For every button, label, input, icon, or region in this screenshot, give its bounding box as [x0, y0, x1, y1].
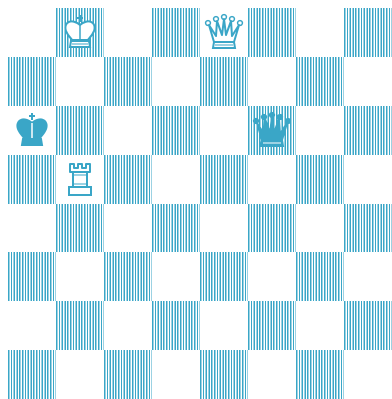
square-d3[interactable]: [152, 252, 200, 301]
square-d1[interactable]: [152, 350, 200, 399]
square-g6[interactable]: [296, 106, 344, 155]
square-a4[interactable]: [8, 204, 56, 253]
chess-board: [8, 8, 392, 399]
square-f5[interactable]: [248, 155, 296, 204]
square-e2[interactable]: [200, 301, 248, 350]
square-e7[interactable]: [200, 57, 248, 106]
square-b3[interactable]: [56, 252, 104, 301]
square-b5[interactable]: [56, 155, 104, 204]
square-h8[interactable]: [344, 8, 392, 57]
square-e3[interactable]: [200, 252, 248, 301]
square-e5[interactable]: [200, 155, 248, 204]
square-c1[interactable]: [104, 350, 152, 399]
square-c2[interactable]: [104, 301, 152, 350]
square-e4[interactable]: [200, 204, 248, 253]
square-h5[interactable]: [344, 155, 392, 204]
square-f4[interactable]: [248, 204, 296, 253]
square-g5[interactable]: [296, 155, 344, 204]
square-h3[interactable]: [344, 252, 392, 301]
square-g1[interactable]: [296, 350, 344, 399]
square-g2[interactable]: [296, 301, 344, 350]
black-queen-icon[interactable]: [252, 110, 292, 150]
square-d5[interactable]: [152, 155, 200, 204]
square-a1[interactable]: [8, 350, 56, 399]
square-a3[interactable]: [8, 252, 56, 301]
square-b1[interactable]: [56, 350, 104, 399]
square-b4[interactable]: [56, 204, 104, 253]
square-a2[interactable]: [8, 301, 56, 350]
square-c6[interactable]: [104, 106, 152, 155]
square-h4[interactable]: [344, 204, 392, 253]
square-g8[interactable]: [296, 8, 344, 57]
square-d6[interactable]: [152, 106, 200, 155]
square-e6[interactable]: [200, 106, 248, 155]
square-h1[interactable]: [344, 350, 392, 399]
square-h7[interactable]: [344, 57, 392, 106]
square-g3[interactable]: [296, 252, 344, 301]
white-rook-icon[interactable]: [60, 159, 100, 199]
square-f2[interactable]: [248, 301, 296, 350]
square-d4[interactable]: [152, 204, 200, 253]
square-d2[interactable]: [152, 301, 200, 350]
black-king-icon[interactable]: [12, 110, 52, 150]
square-f7[interactable]: [248, 57, 296, 106]
square-g7[interactable]: [296, 57, 344, 106]
white-king-icon[interactable]: [60, 12, 100, 52]
square-a5[interactable]: [8, 155, 56, 204]
square-f3[interactable]: [248, 252, 296, 301]
square-d7[interactable]: [152, 57, 200, 106]
white-queen-icon[interactable]: [204, 12, 244, 52]
square-c8[interactable]: [104, 8, 152, 57]
square-f1[interactable]: [248, 350, 296, 399]
square-a7[interactable]: [8, 57, 56, 106]
square-c3[interactable]: [104, 252, 152, 301]
square-h2[interactable]: [344, 301, 392, 350]
square-g4[interactable]: [296, 204, 344, 253]
square-c5[interactable]: [104, 155, 152, 204]
square-f8[interactable]: [248, 8, 296, 57]
square-c7[interactable]: [104, 57, 152, 106]
square-b8[interactable]: [56, 8, 104, 57]
square-a6[interactable]: [8, 106, 56, 155]
square-f6[interactable]: [248, 106, 296, 155]
square-h6[interactable]: [344, 106, 392, 155]
square-a8[interactable]: [8, 8, 56, 57]
square-e8[interactable]: [200, 8, 248, 57]
square-b2[interactable]: [56, 301, 104, 350]
square-b7[interactable]: [56, 57, 104, 106]
square-d8[interactable]: [152, 8, 200, 57]
square-c4[interactable]: [104, 204, 152, 253]
square-e1[interactable]: [200, 350, 248, 399]
square-b6[interactable]: [56, 106, 104, 155]
